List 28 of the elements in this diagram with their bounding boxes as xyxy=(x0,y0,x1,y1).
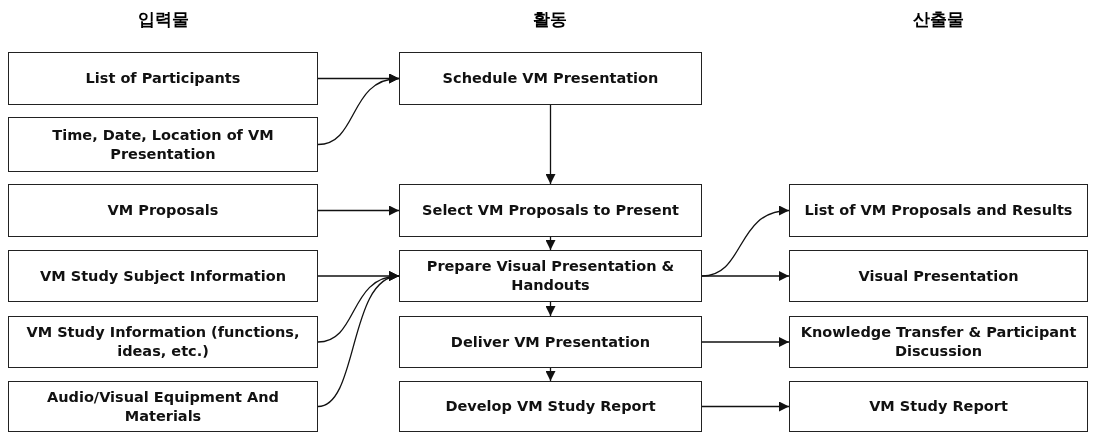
process-box: Visual Presentation xyxy=(789,250,1088,302)
arrow xyxy=(545,104,556,185)
process-box: Audio/Visual Equipment And Materials xyxy=(8,381,318,432)
process-box: Develop VM Study Report xyxy=(399,381,702,432)
arrow xyxy=(701,337,790,347)
process-box: Time, Date, Location of VM Presentation xyxy=(8,117,318,172)
arrow xyxy=(545,236,556,251)
process-box: Knowledge Transfer & Participant Discussion xyxy=(789,316,1088,368)
process-box: List of Participants xyxy=(8,52,318,105)
arrow xyxy=(701,271,790,281)
arrow xyxy=(701,401,790,412)
column-heading: 활동 xyxy=(533,8,567,31)
arrow xyxy=(317,74,400,146)
arrow xyxy=(545,301,556,317)
arrow xyxy=(317,273,400,408)
arrow xyxy=(317,205,400,216)
process-box: Schedule VM Presentation xyxy=(399,52,702,105)
process-box: Select VM Proposals to Present xyxy=(399,184,702,237)
column-heading: 입력물 xyxy=(137,8,189,31)
process-box: Deliver VM Presentation xyxy=(399,316,702,368)
column-heading: 산출물 xyxy=(912,8,964,31)
process-box: VM Proposals xyxy=(8,184,318,237)
process-box: VM Study Subject Information xyxy=(8,250,318,302)
arrow xyxy=(545,367,556,382)
process-box: Prepare Visual Presentation & Handouts xyxy=(399,250,702,302)
process-box: VM Study Information (functions, ideas, etc.) xyxy=(8,316,318,368)
process-box: List of VM Proposals and Results xyxy=(789,184,1088,237)
process-box: VM Study Report xyxy=(789,381,1088,432)
